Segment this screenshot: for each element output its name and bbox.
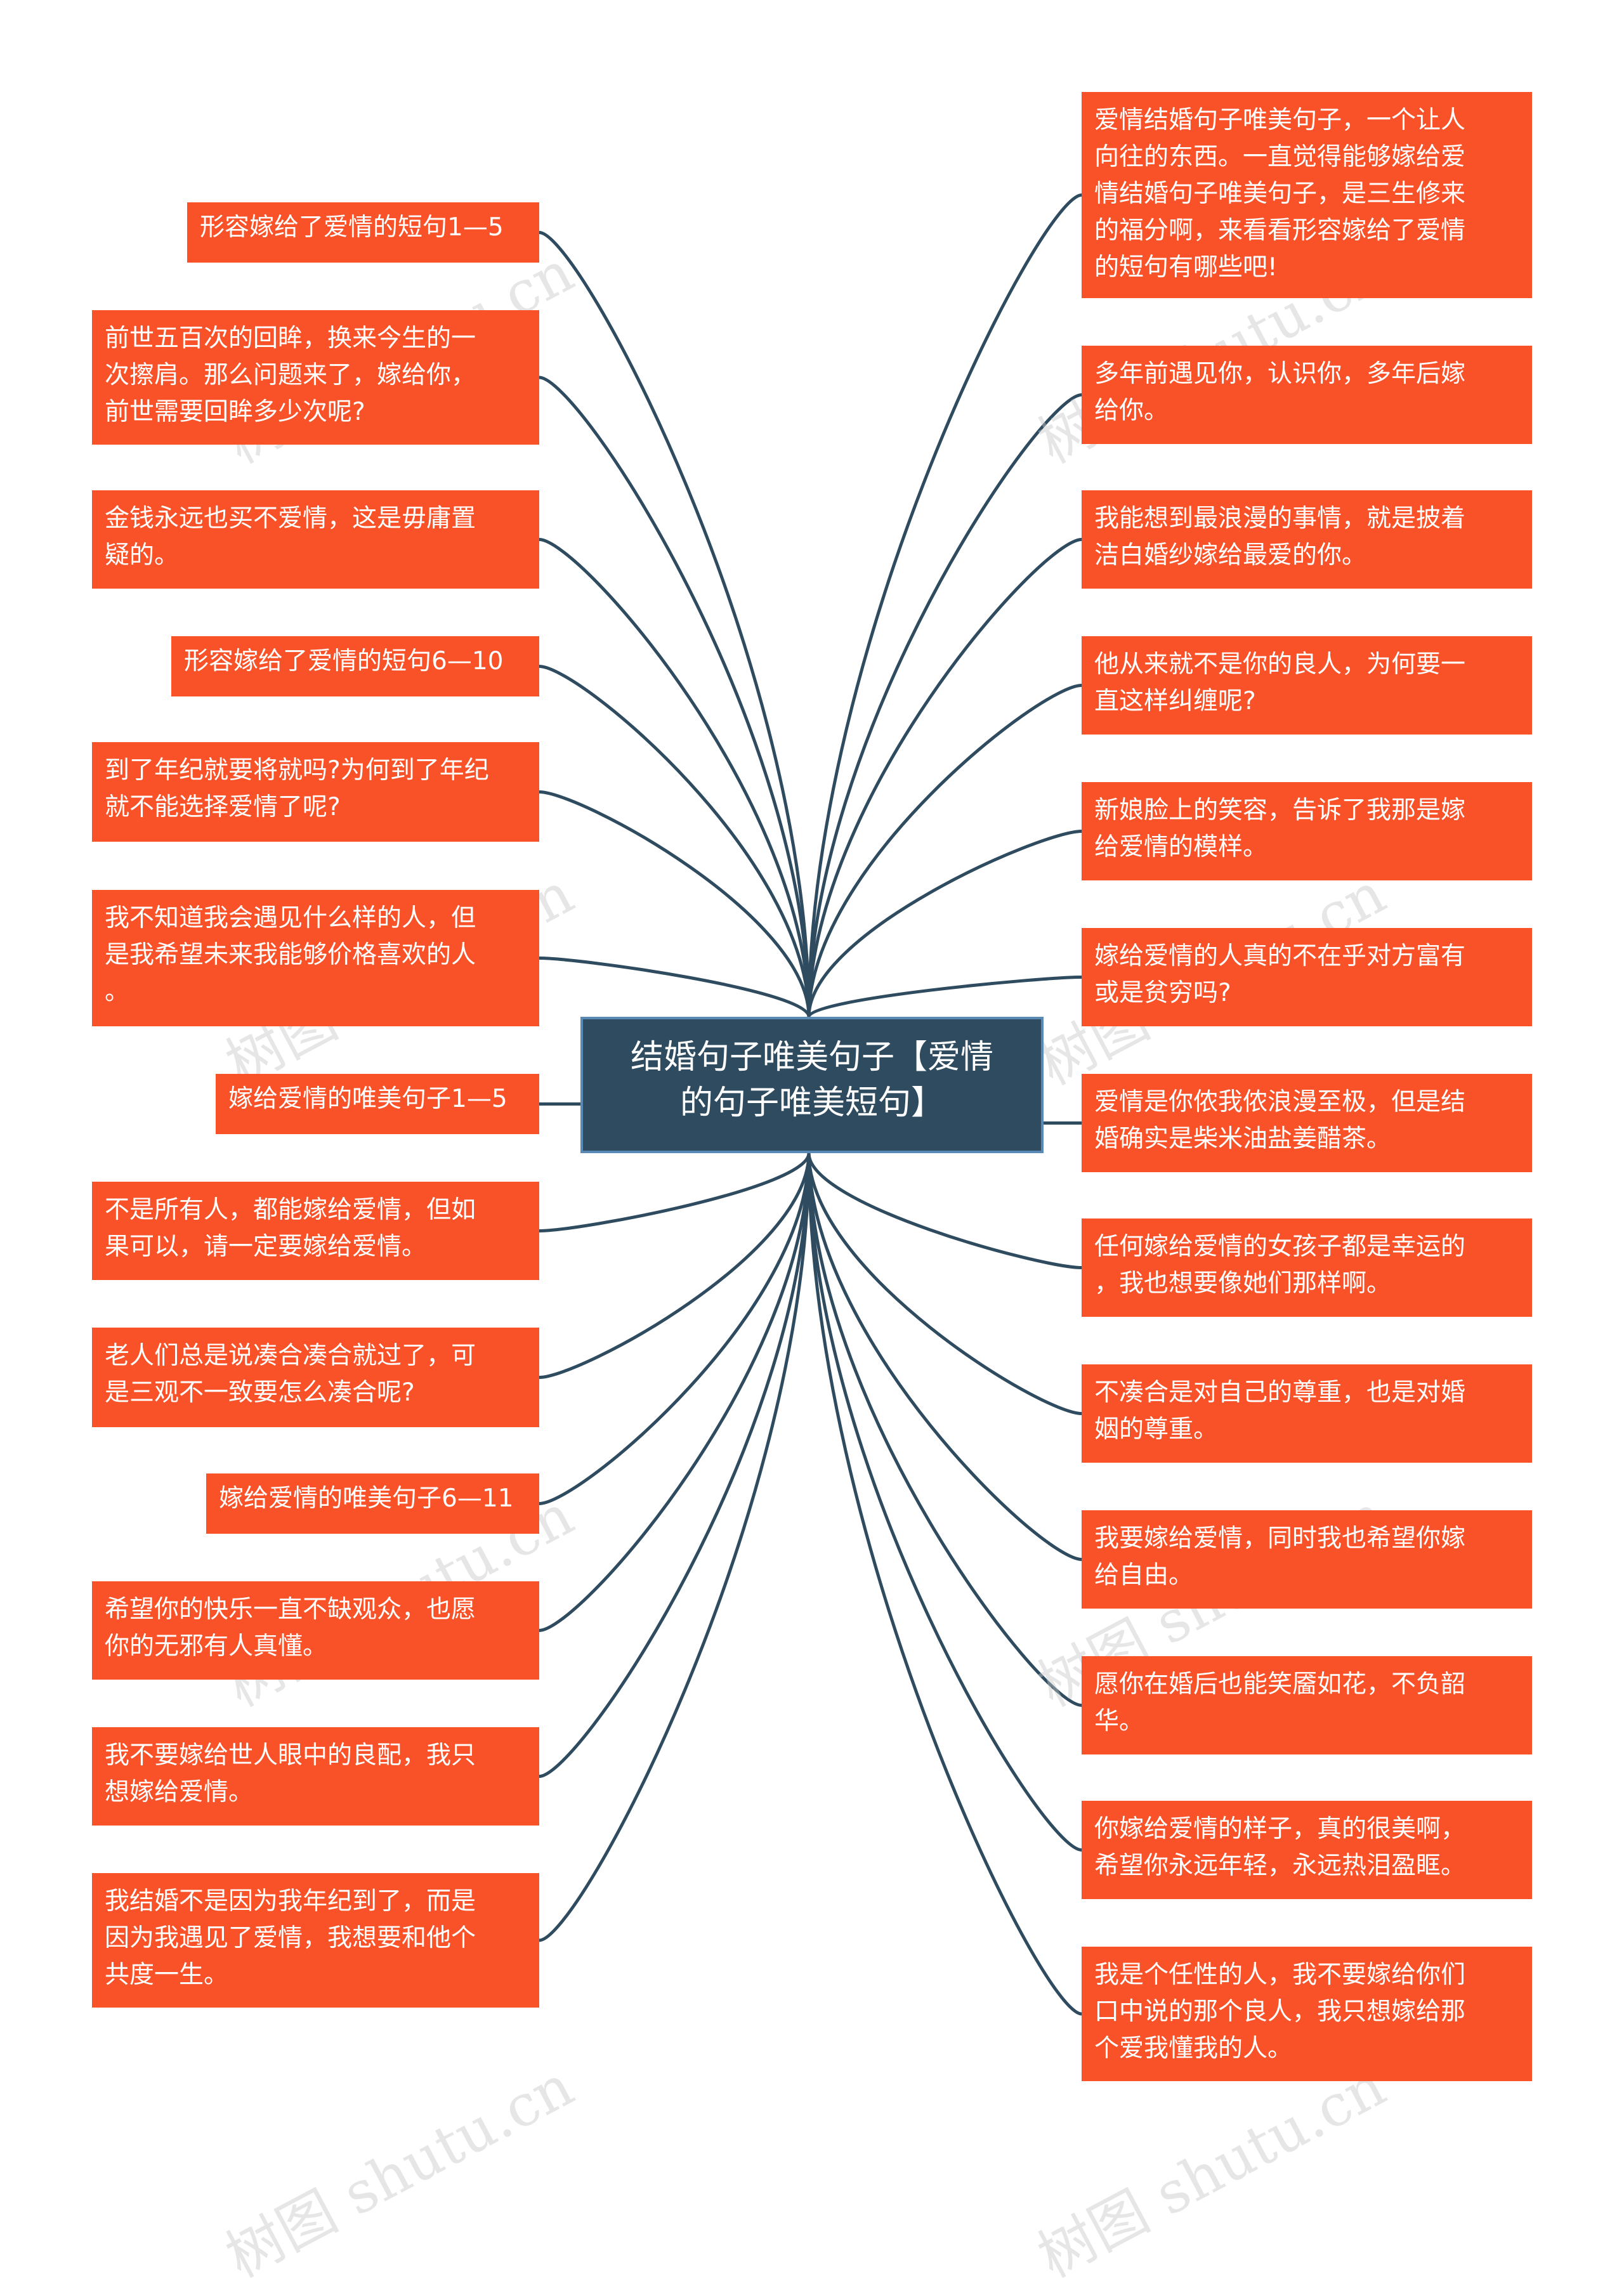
connector-line xyxy=(539,665,811,1017)
connector-line xyxy=(539,1153,811,1232)
right-branch-node[interactable]: 他从来就不是你的良人，为何要一 直这样纠缠呢? xyxy=(1082,636,1532,735)
left-branch-node[interactable]: 前世五百次的回眸，换来今生的一 次擦肩。那么问题来了，嫁给你， 前世需要回眸多少… xyxy=(92,310,539,445)
right-branch-node[interactable]: 我是个任性的人，我不要嫁给你们 口中说的那个良人，我只想嫁给那 个爱我懂我的人。 xyxy=(1082,1947,1532,2081)
left-branch-node[interactable]: 不是所有人，都能嫁给爱情，但如 果可以，请一定要嫁给爱情。 xyxy=(92,1182,539,1280)
connector-line xyxy=(539,1153,811,1632)
connector-line xyxy=(539,957,811,1017)
connector-line xyxy=(539,1153,811,1942)
connector-line xyxy=(807,1153,1082,1269)
left-branch-node[interactable]: 老人们总是说凑合凑合就过了，可 是三观不一致要怎么凑合呢? xyxy=(92,1328,539,1427)
right-branch-node[interactable]: 你嫁给爱情的样子，真的很美啊， 希望你永远年轻，永远热泪盈眶。 xyxy=(1082,1801,1532,1899)
left-branch-node[interactable]: 形容嫁给了爱情的短句1—5 xyxy=(187,202,539,263)
connector-line xyxy=(539,538,811,1017)
left-branch-node[interactable]: 希望你的快乐一直不缺观众，也愿 你的无邪有人真懂。 xyxy=(92,1581,539,1680)
connector-line xyxy=(807,1153,1082,2016)
connector-lines xyxy=(539,193,1082,2016)
connector-line xyxy=(807,193,1082,1017)
left-branch-node[interactable]: 到了年纪就要将就吗?为何到了年纪 就不能选择爱情了呢? xyxy=(92,742,539,842)
connector-line xyxy=(539,1153,811,1379)
connector-line xyxy=(807,684,1082,1017)
connector-line xyxy=(807,393,1082,1017)
left-branch-node[interactable]: 嫁给爱情的唯美句子6—11 xyxy=(206,1473,539,1534)
connector-line xyxy=(539,376,811,1017)
connector-line xyxy=(807,538,1082,1017)
right-branch-node[interactable]: 新娘脸上的笑容，告诉了我那是嫁 给爱情的模样。 xyxy=(1082,782,1532,880)
connector-line xyxy=(539,231,811,1017)
left-branch-node[interactable]: 我不知道我会遇见什么样的人，但 是我希望未来我能够价格喜欢的人 。 xyxy=(92,890,539,1026)
right-branch-node[interactable]: 爱情结婚句子唯美句子，一个让人 向往的东西。一直觉得能够嫁给爱 情结婚句子唯美句… xyxy=(1082,92,1532,298)
left-branch-node[interactable]: 我结婚不是因为我年纪到了，而是 因为我遇见了爱情，我想要和他个 共度一生。 xyxy=(92,1873,539,2008)
right-branch-node[interactable]: 我要嫁给爱情，同时我也希望你嫁 给自由。 xyxy=(1082,1510,1532,1609)
left-branch-node[interactable]: 金钱永远也买不爱情，这是毋庸置 疑的。 xyxy=(92,490,539,589)
root-topic[interactable]: 结婚句子唯美句子【爱情 的句子唯美短句】 xyxy=(580,1017,1044,1153)
right-branch-node[interactable]: 嫁给爱情的人真的不在乎对方富有 或是贫穷吗? xyxy=(1082,928,1532,1026)
right-branch-node[interactable]: 我能想到最浪漫的事情，就是披着 洁白婚纱嫁给最爱的你。 xyxy=(1082,490,1532,589)
right-branch-node[interactable]: 多年前遇见你，认识你，多年后嫁 给你。 xyxy=(1082,346,1532,444)
right-branch-node[interactable]: 愿你在婚后也能笑靥如花，不负韶 华。 xyxy=(1082,1656,1532,1754)
connector-line xyxy=(807,1153,1082,1852)
left-branch-node[interactable]: 我不要嫁给世人眼中的良配，我只 想嫁给爱情。 xyxy=(92,1727,539,1826)
right-branch-node[interactable]: 任何嫁给爱情的女孩子都是幸运的 ，我也想要像她们那样啊。 xyxy=(1082,1218,1532,1317)
connector-line xyxy=(539,790,811,1017)
left-branch-node[interactable]: 形容嫁给了爱情的短句6—10 xyxy=(171,636,539,696)
connector-line xyxy=(539,1153,811,1505)
left-branch-node[interactable]: 嫁给爱情的唯美句子1—5 xyxy=(216,1074,539,1134)
connector-line xyxy=(539,1153,811,1778)
connector-line xyxy=(807,1153,1082,1707)
connector-line xyxy=(807,1153,1082,1561)
right-branch-node[interactable]: 不凑合是对自己的尊重，也是对婚 姻的尊重。 xyxy=(1082,1364,1532,1463)
right-branch-node[interactable]: 爱情是你侬我侬浪漫至极，但是结 婚确实是柴米油盐姜醋茶。 xyxy=(1082,1074,1532,1172)
connector-line xyxy=(807,1153,1082,1415)
connector-line xyxy=(807,976,1082,1018)
connector-line xyxy=(807,830,1082,1017)
